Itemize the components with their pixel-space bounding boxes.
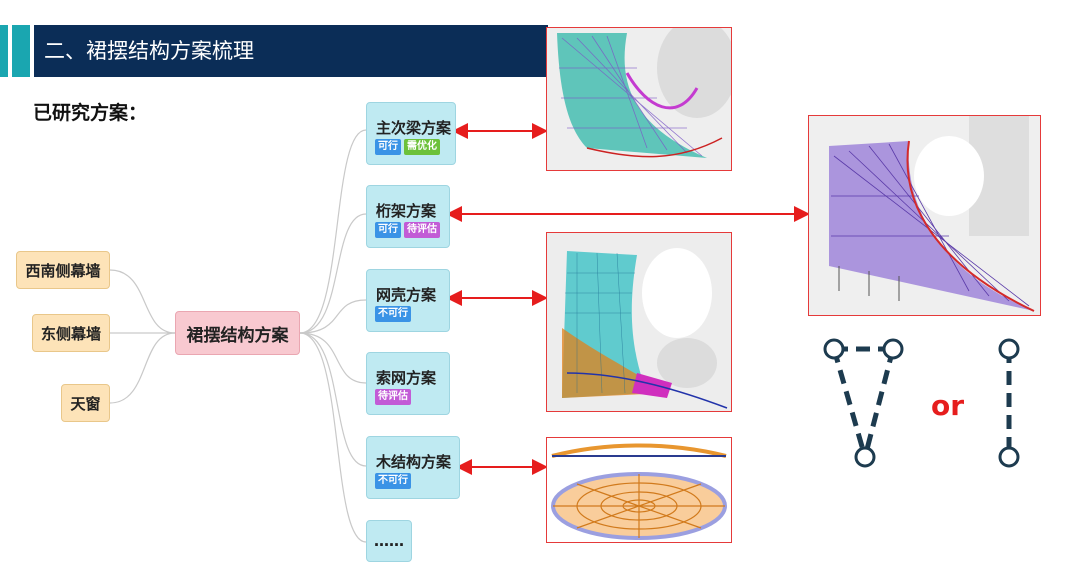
scheme-label: 桁架方案	[376, 202, 437, 220]
root-node: 裙摆结构方案	[175, 311, 300, 355]
scheme-more: ……	[366, 520, 412, 562]
timber-scheme-render	[546, 437, 732, 543]
status-badge: 不可行	[375, 473, 411, 489]
scheme-label: 主次梁方案	[376, 119, 452, 137]
status-badge: 可行	[375, 139, 401, 155]
triangle-member-icon	[831, 346, 896, 458]
truss-scheme-render	[808, 115, 1041, 316]
node-skylight: 天窗	[61, 384, 110, 422]
single-member-icon	[998, 338, 1020, 468]
scheme-label: 索网方案	[376, 369, 437, 387]
status-badge: 可行	[375, 222, 401, 238]
section-subtitle: 已研究方案：	[33, 102, 148, 124]
scheme-timber: 木结构方案 不可行	[366, 436, 460, 499]
node-southwest-curtain-wall: 西南侧幕墙	[16, 251, 110, 289]
scheme-beam: 主次梁方案 可行 需优化	[366, 102, 456, 165]
status-badge: 待评估	[404, 222, 440, 238]
scheme-cable-net: 索网方案 待评估	[366, 352, 450, 415]
scheme-label: 网壳方案	[376, 286, 437, 304]
status-badge: 不可行	[375, 306, 411, 322]
scheme-label: 木结构方案	[376, 453, 452, 471]
beam-scheme-render	[546, 27, 732, 171]
node-east-curtain-wall: 东侧幕墙	[32, 314, 110, 352]
status-badge: 需优化	[404, 139, 440, 155]
header-accent-stripe	[0, 25, 8, 77]
status-badge: 待评估	[375, 389, 411, 405]
scheme-lattice-shell: 网壳方案 不可行	[366, 269, 450, 332]
header-accent-block	[12, 25, 30, 77]
or-label: or	[931, 389, 965, 422]
scheme-truss: 桁架方案 可行 待评估	[366, 185, 450, 248]
page-title: 二、裙摆结构方案梳理	[34, 25, 548, 77]
lattice-shell-render	[546, 232, 732, 412]
